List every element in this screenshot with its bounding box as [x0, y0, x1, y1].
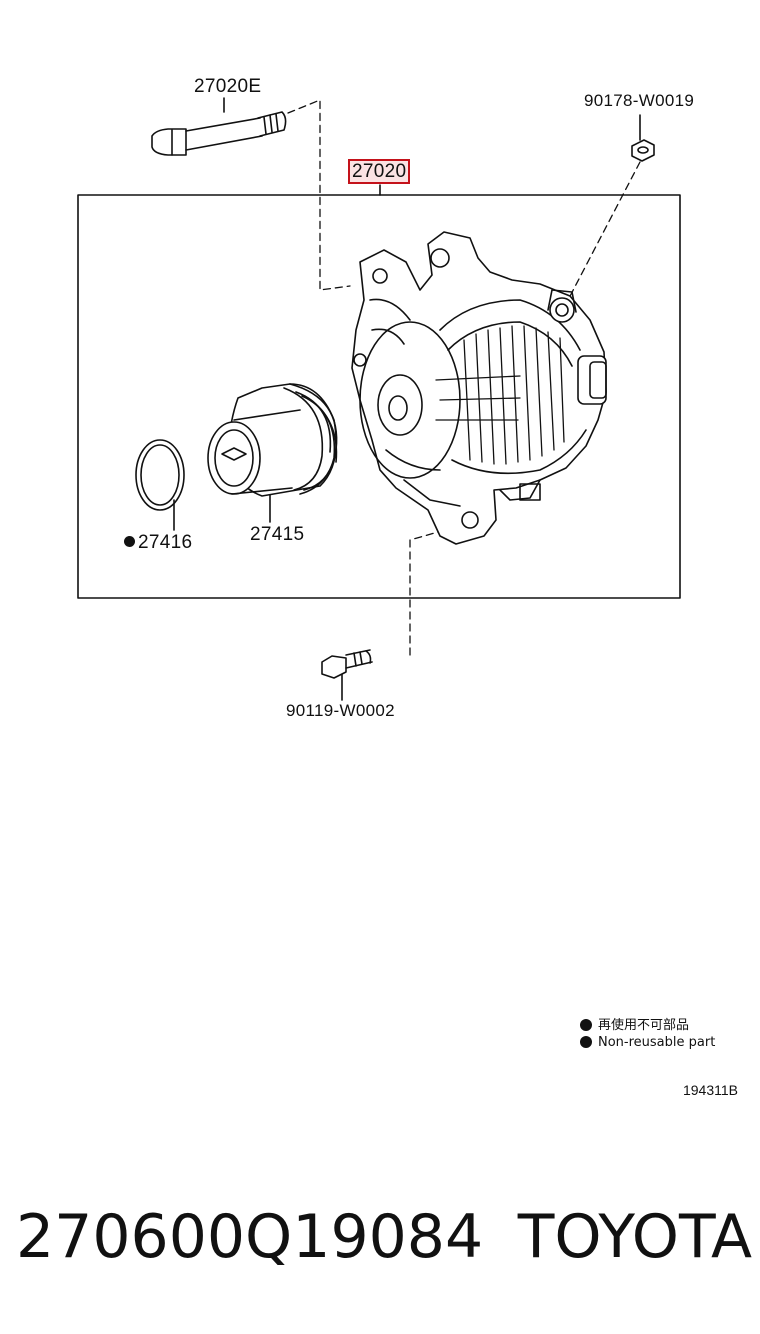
non-reusable-dot-icon [580, 1018, 592, 1031]
part-label-90178-w0019[interactable]: 90178-W0019 [584, 91, 694, 111]
part-label-27020e[interactable]: 27020E [194, 76, 261, 98]
o-ring-27416 [135, 439, 185, 511]
bolt-27020e [151, 111, 287, 156]
legend-text-en: Non-reusable part [598, 1035, 716, 1050]
part-number-text: 27020E [194, 76, 262, 97]
footer-brand: TOYOTA [517, 1202, 752, 1272]
pulley-27415 [207, 383, 338, 497]
non-reusable-dot-icon [124, 536, 135, 548]
figure-code: 194311B [682, 1082, 738, 1098]
legend-text-ja: 再使用不可部品 [598, 1018, 690, 1033]
part-label-27415[interactable]: 27415 [250, 524, 304, 546]
footer: 270600Q19084 TOYOTA [16, 1192, 752, 1282]
legend-english: Non-reusable part [580, 1035, 715, 1050]
part-number-text: 27415 [250, 524, 305, 545]
assembly-frame [77, 194, 681, 599]
part-number-text: 27416 [138, 532, 193, 553]
non-reusable-dot-icon [580, 1035, 592, 1048]
part-label-27416[interactable]: 27416 [124, 532, 192, 554]
part-number-text: 90178-W0019 [584, 91, 695, 110]
part-number-text: 90119-W0002 [286, 701, 395, 720]
footer-part-number: 270600Q19084 [16, 1202, 484, 1272]
nut-90178 [631, 139, 655, 162]
highlighted-part-number: 27020 [348, 159, 411, 184]
legend-japanese: 再使用不可部品 [580, 1014, 689, 1033]
parts-diagram [77, 97, 681, 701]
bolt-90119 [321, 649, 373, 679]
part-label-90119-w0002[interactable]: 90119-W0002 [286, 701, 395, 721]
part-label-27020[interactable]: 27020 [348, 159, 411, 184]
alternator-27020 [351, 231, 607, 545]
